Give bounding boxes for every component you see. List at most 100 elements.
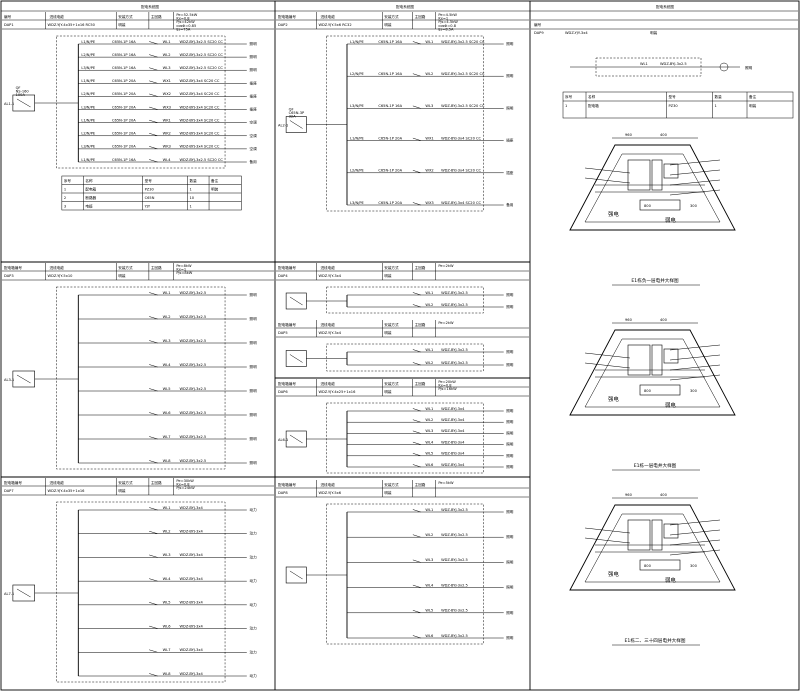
breaker-phase: L1/N/PE <box>81 118 96 122</box>
circuit-load: 照明 <box>506 509 514 514</box>
circuit-cable: WDZ-BYJ-3x4 <box>180 672 204 676</box>
header-label-cable: 进线电缆 <box>320 482 335 487</box>
breaker-phase: L3/N/PE <box>81 66 96 70</box>
breaker-phase: L3/N/PE <box>350 104 365 108</box>
leader-line <box>669 529 721 536</box>
shaft-inner <box>584 513 721 583</box>
dimension-text: 800 <box>644 204 652 208</box>
header-label-install: 安装方式 <box>384 265 399 270</box>
breaker-contact <box>149 146 158 150</box>
section-caption: E1栋二、三十四层电井大样图 <box>625 637 686 644</box>
leader-line <box>584 352 631 359</box>
distribution-box-outline <box>326 402 484 474</box>
header-label-install: 安装方式 <box>118 265 133 270</box>
circuit-cable: WDZ-BYJ-3x2.5 SC20 CC <box>180 66 224 70</box>
breaker-contact <box>412 534 421 538</box>
circuit-no: WL2 <box>163 315 171 319</box>
floor-slab-opening <box>639 199 681 211</box>
equipment-box <box>663 348 679 364</box>
circuit-load: 空调 <box>250 120 258 125</box>
distribution-box-outline <box>56 501 226 683</box>
breaker-contact <box>149 625 158 629</box>
breaker-model: C65N-1P 20A <box>112 132 136 136</box>
equipment-cabinet <box>651 344 663 376</box>
incoming-cable: WDZ-YJY-3x4 <box>565 31 588 35</box>
breaker-phase: L2/N/PE <box>350 169 365 173</box>
circuit-load: 照明 <box>250 41 258 46</box>
circuit-cable: WDZ-BYJ-3x2.5 SC20 CC <box>180 53 224 57</box>
table-cell: 名称 <box>85 178 93 183</box>
breaker-phase: L3/N/PE <box>81 145 96 149</box>
header-label-cable: 进线电缆 <box>320 14 335 19</box>
circuit-no: WL2 <box>425 72 433 76</box>
table-cell: 序号 <box>64 178 72 183</box>
circuit-cable: WDZ-BYJ-3x2.5 <box>441 583 468 587</box>
distribution-box-outline <box>56 286 226 470</box>
header-params: Pe=2kW <box>438 321 454 325</box>
table-cell: 序号 <box>565 94 573 99</box>
header-label-no: 配电箱编号 <box>278 265 296 270</box>
table-cell: 1 <box>190 205 192 209</box>
breaker-contact <box>149 292 158 296</box>
breaker-contact <box>412 349 421 353</box>
circuit-cable: WDZ-BYJ-3x2.5 SC20 CC <box>441 40 485 44</box>
breaker-contact <box>149 67 158 71</box>
box-label: AL2-1 <box>278 124 288 128</box>
circuit-load: 照明 <box>250 364 258 369</box>
breaker-contact <box>149 602 158 606</box>
equipment-box <box>663 523 679 539</box>
incoming-cable: WDZ-YJY-5x6 <box>318 491 341 495</box>
circuit-load: 照明 <box>250 67 258 72</box>
box-label: AL1-1 <box>4 102 14 106</box>
distribution-box-outline <box>56 35 226 169</box>
circuit-load: 照明 <box>250 316 258 321</box>
switch-contact <box>289 570 303 580</box>
breaker-model: C65N-1P 16A <box>378 40 402 44</box>
breaker-contact <box>412 559 421 563</box>
section-label-weak: 弱电 <box>665 401 676 409</box>
circuit-no: WL4 <box>163 363 172 367</box>
circuit-no: WL5 <box>163 601 171 605</box>
breaker-contact <box>149 316 158 320</box>
circuit-cable: WDZ-BYJ-3x2.5 <box>180 387 207 391</box>
breaker-model: C65N-1P 20A <box>112 79 136 83</box>
breaker-contact <box>149 578 158 582</box>
floor-slab-opening <box>639 559 681 571</box>
circuit-cable: WDZ-BYJ-3x4 <box>180 506 204 510</box>
breaker-contact <box>149 388 158 392</box>
incoming-cable: WDZ-YJY-3x4 <box>318 331 341 335</box>
circuit-no: WL3 <box>425 429 433 433</box>
circuit-cable: WDZ-BYJ-3x4 <box>441 407 465 411</box>
breaker-model: C65N-1P 20A <box>378 136 402 140</box>
page-title: 配电系统图 <box>141 4 159 9</box>
circuit-load: 动力 <box>250 554 258 559</box>
equipment-cabinet <box>627 519 651 551</box>
switch-contact <box>289 434 303 444</box>
circuit-load: 插座 <box>250 107 258 112</box>
dimension-text: 300 <box>690 389 698 393</box>
circuit-load: 照明 <box>506 408 514 413</box>
breaker-contact <box>412 304 421 308</box>
breaker-model: C65N-1P 20A <box>378 201 402 205</box>
circuit-no: WL6 <box>163 624 172 628</box>
header-label-switch: 主回路 <box>415 322 426 327</box>
incoming-cable: WDZ-YJY-5x6 RC32 <box>318 23 351 27</box>
circuit-no: WL2 <box>425 303 433 307</box>
